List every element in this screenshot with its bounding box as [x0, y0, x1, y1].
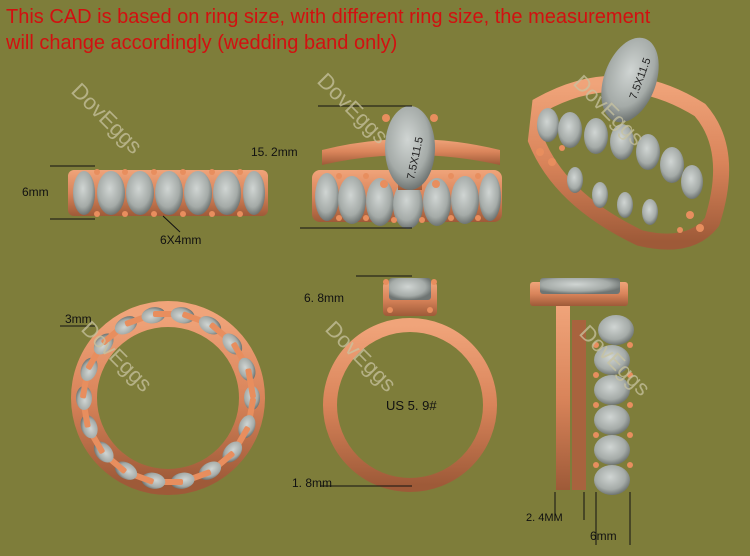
band-thickness-label: 3mm — [65, 312, 92, 326]
notice-line-1: This CAD is based on ring size, with dif… — [6, 6, 651, 28]
center-stone — [385, 106, 435, 190]
band-stone — [126, 171, 154, 215]
band-stone — [155, 171, 183, 215]
stone-size-label: 6X4mm — [160, 233, 201, 247]
band-stone — [366, 178, 394, 226]
side-shank — [556, 306, 570, 490]
band-stone — [479, 173, 501, 221]
eternity-band-stones — [76, 307, 260, 489]
band-width-label: 6mm — [22, 185, 49, 199]
band-stone — [315, 173, 339, 221]
band-stone — [243, 171, 265, 215]
side-profile-view — [530, 278, 634, 545]
perspective-center-stone — [601, 37, 659, 123]
eternity-prong-bar — [245, 368, 256, 399]
perspective-band-stones — [537, 108, 703, 225]
shank-side-label: 2. 4MM — [526, 512, 563, 524]
band-side-view — [50, 165, 268, 233]
band-stone — [184, 171, 212, 215]
notice-text: This CAD is based on ring size, with dif… — [6, 4, 746, 56]
head-stone — [389, 278, 431, 300]
notice-line-2: will change accordingly (wedding band on… — [6, 32, 398, 54]
side-shank-shadow — [572, 320, 586, 490]
set-height-label: 15. 2mm — [251, 145, 298, 159]
side-band-stones — [594, 315, 634, 495]
band-stone — [73, 171, 95, 215]
band-stone — [97, 171, 125, 215]
ring-size-label: US 5. 9# — [386, 398, 437, 413]
watermark-text: DovEggs — [66, 78, 147, 159]
band-stone — [393, 181, 423, 229]
bridal-set-front-view — [300, 105, 502, 229]
band-stone — [213, 171, 241, 215]
side-head-stone — [540, 278, 620, 294]
head-height-label: 6. 8mm — [304, 291, 344, 305]
engagement-shank-ring — [323, 318, 497, 492]
watermark-text: DovEggs — [312, 68, 393, 149]
perspective-view — [527, 37, 730, 250]
band-stone — [423, 178, 451, 226]
band-stone — [451, 176, 479, 224]
band-top-view — [60, 301, 265, 495]
band-stone — [338, 176, 366, 224]
engagement-front-view — [320, 275, 497, 492]
shank-bottom-label: 1. 8mm — [292, 476, 332, 490]
band-side-width-label: 6mm — [590, 529, 617, 543]
